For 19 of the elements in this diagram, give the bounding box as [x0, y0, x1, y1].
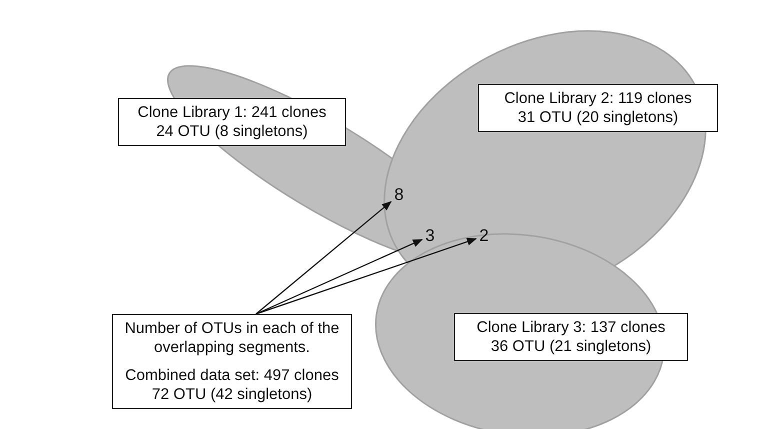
library-title: Clone Library 2: 119 clones [503, 89, 693, 108]
otu-text: 36 OTU (21 singletons) [490, 337, 652, 356]
label-box [454, 313, 688, 361]
label-box [478, 84, 718, 132]
arrow [256, 201, 392, 314]
overlap-count: 8 [391, 186, 407, 204]
otu-text: 31 OTU (20 singletons) [516, 108, 680, 127]
otu-text: 24 OTU (8 singletons) [155, 122, 309, 141]
overlap-count: 3 [422, 227, 438, 245]
arrow [256, 239, 423, 315]
overlap-count: 2 [476, 227, 492, 245]
otu-text: 72 OTU (42 singletons) [150, 385, 314, 404]
total-text: Combined data set: 497 clones [124, 366, 340, 385]
note-text: Number of OTUs in each of the overlapping segments. [124, 319, 340, 357]
arrow [256, 238, 477, 315]
note-box [112, 314, 352, 409]
library-title: Clone Library 1: 241 clones [136, 103, 328, 122]
library-title: Clone Library 3: 137 clones [476, 318, 666, 337]
label-box [118, 98, 346, 146]
